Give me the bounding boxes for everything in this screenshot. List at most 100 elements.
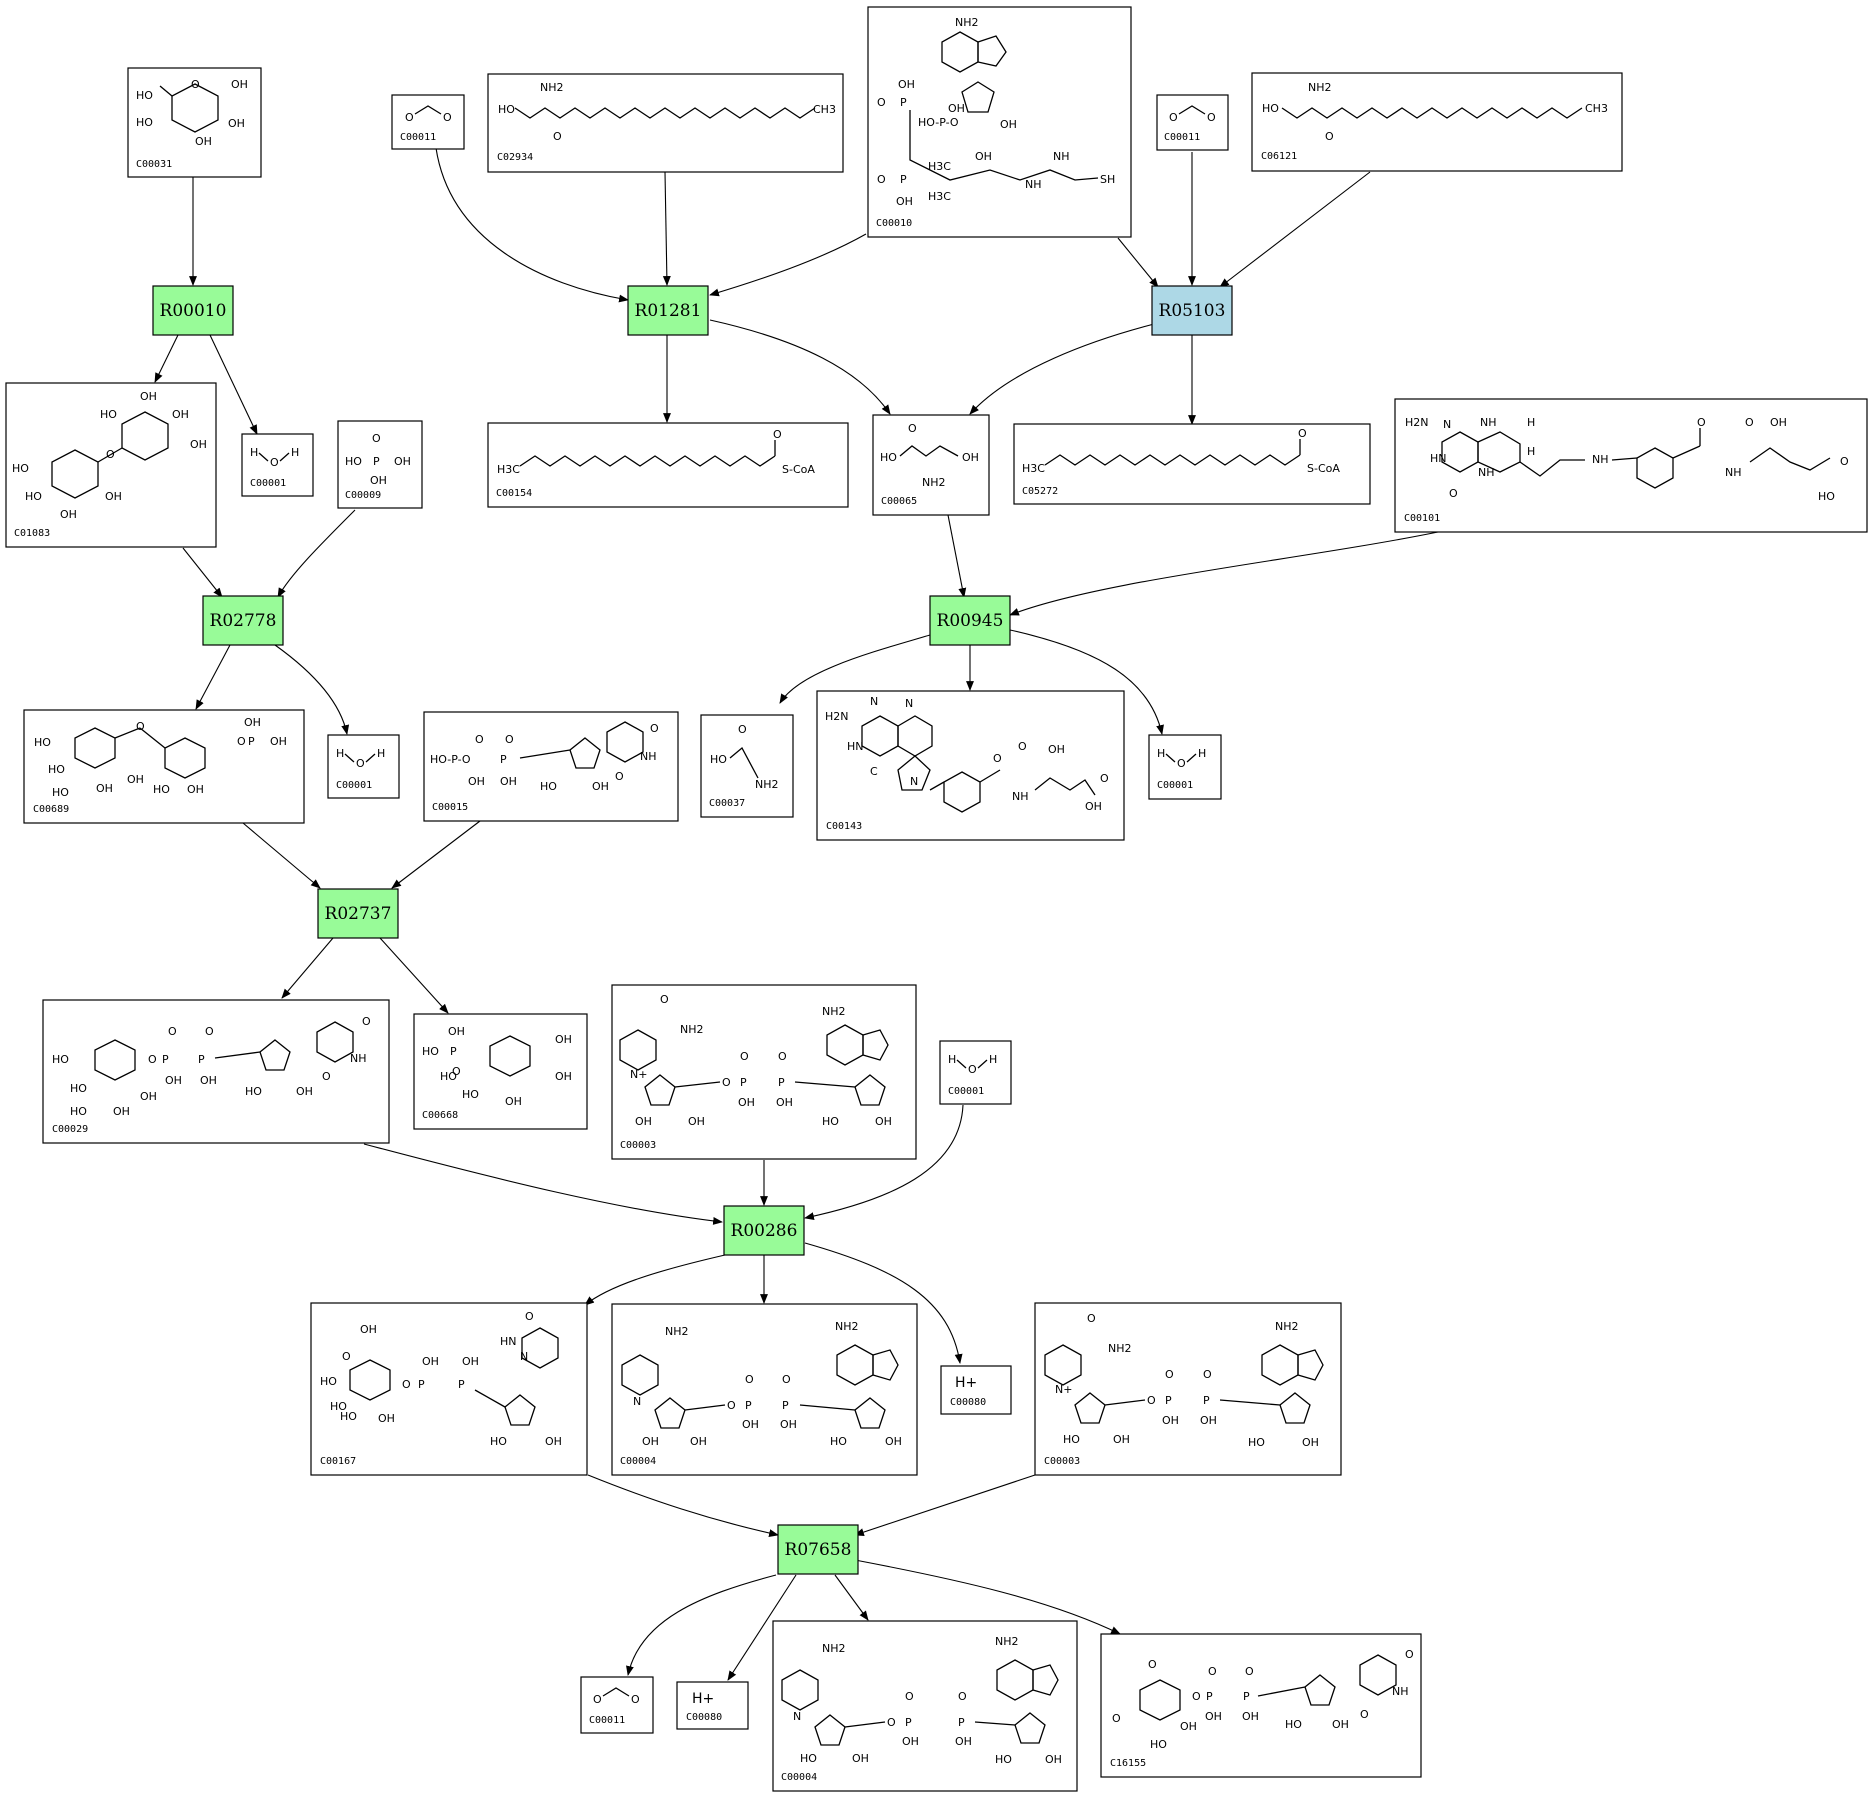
svg-text:O: O — [553, 130, 562, 143]
compound-C00001[interactable]: H O H C00001 — [327, 734, 400, 799]
svg-text:NH2: NH2 — [665, 1325, 689, 1338]
compound-id: C00031 — [136, 159, 172, 170]
svg-text:HO: HO — [1063, 1433, 1080, 1446]
compound-C01083[interactable]: OH HO OH OH HO HO OH OH O C01083 — [5, 382, 217, 548]
edge — [854, 1559, 1121, 1635]
compound-C00143[interactable]: H2N HN N N C N O NH O OH O OH C00143 — [816, 690, 1125, 841]
compound-C00029[interactable]: HO HO HO OH OH O P O OH P O OH HO OH O N… — [42, 999, 390, 1144]
edge — [1117, 237, 1159, 288]
svg-text:OH: OH — [200, 1074, 217, 1087]
structure-co2: O O — [1169, 105, 1216, 124]
compound-box — [1251, 72, 1623, 172]
svg-text:OH: OH — [1113, 1433, 1130, 1446]
compound-C16155[interactable]: O O HO OH O P O OH P O OH O NH O HO OH C… — [1100, 1633, 1422, 1778]
compound-C00004[interactable]: NH2 N OH OH O P O OH P O OH NH2 HO OH C0… — [611, 1303, 918, 1476]
compound-box — [872, 414, 990, 516]
compound-C00031[interactable]: HO OH HO OH OH O C00031 — [127, 67, 262, 178]
reaction-R01281[interactable]: R01281 — [627, 285, 709, 336]
svg-text:OH: OH — [955, 1735, 972, 1748]
svg-text:OH: OH — [1048, 743, 1065, 756]
svg-text:HO: HO — [70, 1105, 87, 1118]
compound-C00001[interactable]: H O H C00001 — [939, 1040, 1012, 1105]
compound-id: C01083 — [14, 528, 50, 539]
structure-coa: NH2 OH O P HO-P-O OH OH O P OH H3C H3C O… — [877, 16, 1115, 208]
svg-text:O: O — [1208, 1665, 1217, 1678]
svg-text:N+: N+ — [630, 1068, 647, 1081]
svg-text:OH: OH — [187, 783, 204, 796]
reaction-label: R02778 — [210, 611, 277, 631]
compound-C00001[interactable]: H O H C00001 — [241, 433, 314, 497]
compound-C00689[interactable]: O HO HO HO OH OH HO OH O P OH OH C00689 — [23, 709, 305, 824]
compound-C02934[interactable]: HO NH2 O CH3 C02934 — [487, 73, 844, 173]
compound-C00015[interactable]: HO-P-O O P O OH OH HO OH O NH O C00015 — [423, 711, 679, 822]
compound-C00004[interactable]: NH2 N HO OH O P O OH P O OH NH2 HO OH C0… — [772, 1620, 1078, 1792]
svg-text:O: O — [1405, 1648, 1414, 1661]
compound-id: C00011 — [589, 1715, 625, 1726]
structure-ketosphinganine: HO NH2 O CH3 — [498, 81, 836, 143]
svg-text:HO: HO — [153, 783, 170, 796]
edge — [969, 321, 1163, 415]
svg-text:NH: NH — [1025, 178, 1042, 191]
reaction-R07658[interactable]: R07658 — [777, 1524, 859, 1575]
structure-nadh: NH2 N HO OH O P O OH P O OH NH2 HO OH — [781, 1635, 1062, 1766]
reaction-R00010[interactable]: R00010 — [152, 285, 234, 336]
structure-water: H O H — [336, 747, 385, 770]
compound-id: C00001 — [948, 1086, 984, 1097]
compound-id: C00004 — [620, 1456, 656, 1467]
compound-C00011[interactable]: O O C00011 — [391, 94, 465, 150]
edge — [804, 1104, 964, 1221]
svg-text:P: P — [1165, 1394, 1172, 1407]
structure-water: H O H — [1157, 747, 1206, 770]
reaction-R00286[interactable]: R00286 — [723, 1205, 805, 1256]
compound-C00668[interactable]: OH HO P O OH HO HO OH OH C00668 — [413, 1013, 588, 1130]
compound-C00003[interactable]: O NH2 N+ HO OH O P O OH P O OH NH2 HO OH… — [1034, 1302, 1342, 1476]
compound-C00011[interactable]: O O C00011 — [580, 1676, 654, 1734]
svg-text:OH: OH — [113, 1105, 130, 1118]
svg-text:O: O — [505, 733, 514, 746]
svg-text:H: H — [989, 1053, 997, 1066]
reaction-box — [202, 595, 284, 646]
svg-text:O: O — [877, 96, 886, 109]
compound-box — [676, 1681, 749, 1730]
svg-text:O: O — [1177, 757, 1186, 770]
svg-text:H: H — [377, 747, 385, 760]
compound-C00003[interactable]: O NH2 N+ OH OH O P O OH P O OH NH2 HO OH… — [611, 984, 917, 1160]
compound-C00101[interactable]: H2N N HN NH NH O H H NH O NH O OH O HO C… — [1394, 398, 1868, 533]
compound-C00080[interactable]: H+ C00080 — [940, 1365, 1012, 1415]
svg-text:HO: HO — [320, 1375, 337, 1388]
svg-text:N: N — [520, 1350, 528, 1363]
svg-text:HO: HO — [345, 455, 362, 468]
reaction-R00945[interactable]: R00945 — [929, 595, 1011, 646]
svg-text:OH: OH — [462, 1355, 479, 1368]
svg-text:O: O — [191, 78, 200, 91]
svg-text:OH: OH — [898, 78, 915, 91]
edge — [154, 334, 179, 383]
reaction-R02778[interactable]: R02778 — [202, 595, 284, 646]
compound-C05272[interactable]: H3C O S-CoA C05272 — [1013, 423, 1371, 505]
structure-water: H O H — [948, 1053, 997, 1076]
compound-C00001[interactable]: H O H C00001 — [1148, 734, 1222, 800]
svg-text:N: N — [910, 775, 918, 788]
compound-C00037[interactable]: O HO NH2 C00037 — [700, 714, 794, 818]
compound-C00010[interactable]: NH2 OH O P HO-P-O OH OH O P OH H3C H3C O… — [867, 6, 1132, 238]
compound-C00011[interactable]: O O C00011 — [1156, 94, 1229, 151]
structure-glycine: O HO NH2 — [710, 723, 779, 791]
compound-C00065[interactable]: O HO OH NH2 C00065 — [872, 414, 990, 516]
compound-C00167[interactable]: OH O HO HO HO OH O P OH P OH O N HN HO O… — [310, 1302, 588, 1476]
compound-box — [423, 711, 679, 822]
svg-text:HO: HO — [880, 451, 897, 464]
compound-C06121[interactable]: HO NH2 O CH3 C06121 — [1251, 72, 1623, 172]
svg-text:O: O — [593, 1693, 602, 1706]
compound-C00009[interactable]: O HO P OH OH C00009 — [337, 420, 423, 509]
svg-text:OH: OH — [1045, 1753, 1062, 1766]
svg-text:P: P — [900, 96, 907, 109]
svg-text:H3C: H3C — [928, 190, 951, 203]
reaction-label: R00286 — [731, 1221, 798, 1241]
reaction-R02737[interactable]: R02737 — [317, 888, 399, 939]
compound-C00080[interactable]: H+ C00080 — [676, 1681, 749, 1730]
svg-text:HO: HO — [490, 1435, 507, 1448]
compound-C00154[interactable]: H3C O S-CoA C00154 — [487, 422, 849, 508]
svg-text:S-CoA: S-CoA — [782, 463, 815, 476]
reaction-R05103[interactable]: R05103 — [1151, 285, 1233, 336]
svg-text:HO: HO — [34, 736, 51, 749]
